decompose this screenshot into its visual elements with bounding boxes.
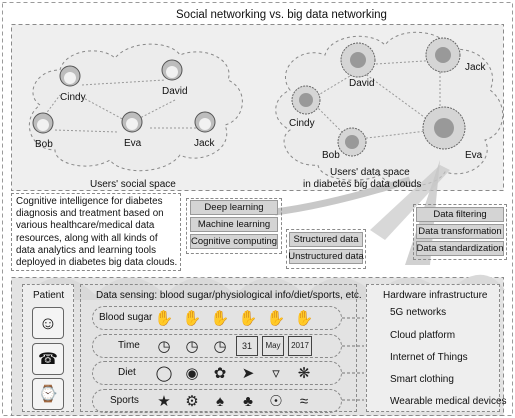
chip-data-filtering: Data filtering <box>416 207 504 222</box>
description-line: data analytics and learning tools <box>16 244 156 256</box>
social-space-caption: Users' social space <box>90 179 176 190</box>
cocktail-icon: ▿ <box>272 364 280 382</box>
sensing-row-diet <box>92 361 342 385</box>
clock-icon: ◷ <box>213 337 227 355</box>
pizza-icon: ◉ <box>185 364 199 382</box>
node-jack-flower <box>425 37 461 73</box>
chip-unstructured-data: Unstructured data <box>288 249 364 264</box>
cycling-icon: ⚙ <box>185 392 199 410</box>
bigdata-node-jack: Jack <box>465 62 486 73</box>
bigdata-node-bob: Bob <box>322 150 340 161</box>
calendar-icon: 2017 <box>288 336 312 356</box>
description-line: Cognitive intelligence for diabetes <box>16 196 163 207</box>
chip-data-standardization: Data standardization <box>416 241 504 256</box>
social-user-david: David <box>162 86 188 97</box>
sensing-title: Data sensing: blood sugar/physiological … <box>96 290 362 301</box>
description-text: Cognitive intelligence for diabetes diag… <box>16 196 177 269</box>
hand-sensor-icon: ✋ <box>154 309 174 327</box>
smartwatch-icon: ⌚ <box>32 378 64 410</box>
social-user-bob: Bob <box>35 139 53 150</box>
diagram-title: Social networking vs. big data networkin… <box>176 9 387 21</box>
avatar-jack <box>194 111 216 133</box>
hardware-item-smart-clothing: Smart clothing <box>390 374 454 385</box>
chip-structured-data: Structured data <box>289 232 363 247</box>
sensing-row-blood-sugar <box>92 306 342 330</box>
hardware-title: Hardware infrastructure <box>383 290 488 301</box>
sensing-row-sports <box>92 389 342 413</box>
description-line: deployed in diabetes big data clouds. <box>16 257 178 269</box>
calendar-icon: May <box>262 336 284 356</box>
node-eva-flower <box>422 106 466 150</box>
apple-icon: ✿ <box>213 364 227 382</box>
hardware-panel <box>366 284 500 412</box>
node-cindy-flower <box>291 85 321 115</box>
clock-icon: ◷ <box>157 337 171 355</box>
sensing-row-time <box>92 334 342 358</box>
tennis-icon: ☉ <box>269 392 283 410</box>
jogging-icon: ♣ <box>243 392 253 410</box>
social-user-eva: Eva <box>124 138 142 149</box>
row-label-blood-sugar: Blood sugar <box>99 312 153 323</box>
swimming-icon: ≈ <box>299 392 309 410</box>
social-cloud <box>28 43 243 172</box>
social-user-jack: Jack <box>194 138 215 149</box>
node-bob-flower <box>337 127 367 157</box>
processing-group <box>413 204 507 260</box>
sensing-panel <box>80 284 357 412</box>
avatar-eva <box>121 111 143 133</box>
avatar-david <box>161 59 183 81</box>
chip-cognitive-computing: Cognitive computing <box>190 234 278 249</box>
bigdata-caption-line1: Users' data space <box>330 167 410 178</box>
phone-icon: ☎ <box>32 343 64 375</box>
clock-icon: ◷ <box>185 337 199 355</box>
bigdata-node-cindy: Cindy <box>289 118 315 129</box>
chip-machine-learning: Machine learning <box>190 217 278 232</box>
row-label-diet: Diet <box>118 367 136 378</box>
node-david-flower <box>340 42 376 78</box>
hand-sensor-icon: ✋ <box>266 309 286 327</box>
hand-sensor-icon: ✋ <box>182 309 202 327</box>
chip-data-transformation: Data transformation <box>416 224 504 239</box>
avatar-cindy <box>59 65 81 87</box>
doctor-icon: ☺ <box>32 307 64 339</box>
hardware-item-5g: 5G networks <box>390 307 447 318</box>
hardware-item-wearables: Wearable medical devices <box>390 396 507 407</box>
fish-icon: ❋ <box>297 364 311 382</box>
patient-title: Patient <box>33 290 65 301</box>
hand-sensor-icon: ✋ <box>210 309 230 327</box>
description-box <box>11 193 181 271</box>
calendar-icon: 31 <box>236 336 258 356</box>
social-user-cindy: Cindy <box>60 92 86 103</box>
description-line: various healthcare/medical data <box>16 220 155 232</box>
walking-icon: ♠ <box>216 392 224 410</box>
running-icon: ★ <box>157 392 171 410</box>
learning-group <box>186 198 282 254</box>
description-line: resources, along with all kinds of <box>16 232 158 244</box>
avatar-bob <box>32 112 54 134</box>
carrot-icon: ➤ <box>241 364 255 382</box>
row-label-time: Time <box>118 340 140 351</box>
chip-deep-learning: Deep learning <box>190 200 278 215</box>
datatype-group <box>286 229 366 269</box>
row-label-sports: Sports <box>110 395 139 406</box>
bigdata-caption-line2: in diabetes big data clouds <box>303 179 422 190</box>
bigdata-node-david: David <box>349 78 375 89</box>
hardware-item-iot: Internet of Things <box>390 352 468 363</box>
hand-sensor-icon: ✋ <box>294 309 314 327</box>
description-line: diagnosis and treatment based on <box>16 208 164 220</box>
hardware-item-cloud: Cloud platform <box>390 330 456 341</box>
plate-icon: ◯ <box>155 364 173 382</box>
bigdata-node-eva: Eva <box>465 150 483 161</box>
hand-sensor-icon: ✋ <box>238 309 258 327</box>
